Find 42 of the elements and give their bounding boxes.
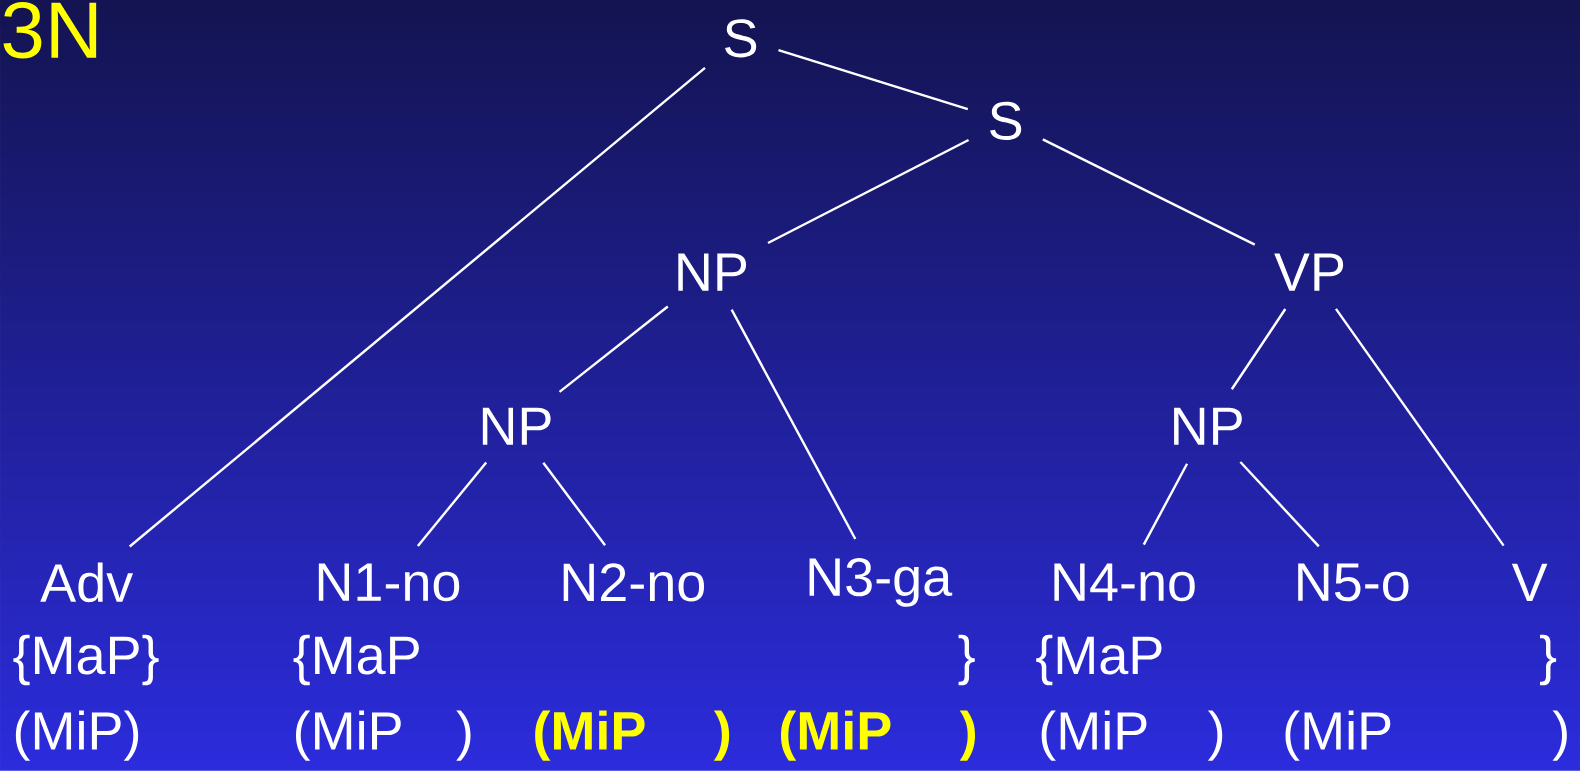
bracket-label: (MiP bbox=[535, 710, 645, 761]
bracket-label: (MiP bbox=[1041, 710, 1147, 761]
bracket-label: (MiP) bbox=[15, 710, 139, 761]
tree-label: N2-no bbox=[563, 563, 705, 602]
tree-label: N3-ga bbox=[809, 558, 953, 607]
tree-branch bbox=[1042, 138, 1256, 246]
bracket-label: ) bbox=[456, 710, 471, 761]
tree-label: NP bbox=[482, 407, 551, 445]
tree-branch bbox=[128, 67, 706, 548]
bracket-label: (MiP bbox=[296, 710, 401, 761]
bracket-label: ) bbox=[1552, 710, 1567, 761]
tree-label: NP bbox=[1174, 407, 1242, 445]
tree-branch bbox=[1230, 308, 1287, 390]
tree-label: S bbox=[990, 101, 1022, 141]
bracket-label: {MaP bbox=[1036, 634, 1162, 686]
tree-label: N4-no bbox=[1054, 563, 1195, 602]
tree-label: NP bbox=[678, 253, 747, 291]
bracket-label: ) bbox=[1207, 710, 1223, 761]
tree-branch bbox=[1142, 463, 1189, 546]
bracket-label: } bbox=[1540, 634, 1557, 686]
tree-label: N5-o bbox=[1298, 563, 1409, 602]
bracket-label: {MaP} bbox=[13, 634, 159, 686]
tree-label: N1-no bbox=[318, 563, 460, 602]
tree-branch bbox=[778, 49, 969, 111]
bracket-label: (MiP bbox=[1285, 710, 1391, 761]
bracket-label: ) bbox=[713, 710, 730, 761]
tree-branch bbox=[1334, 308, 1505, 547]
tree-branch bbox=[558, 305, 669, 393]
tree-branch bbox=[1239, 461, 1320, 548]
tree-label: V bbox=[1511, 563, 1548, 602]
bracket-label: ) bbox=[959, 710, 975, 761]
tree-label: Adv bbox=[40, 562, 133, 603]
bracket-label: {MaP bbox=[293, 634, 419, 686]
tree-branch bbox=[767, 138, 970, 245]
tree-label: S bbox=[725, 19, 757, 58]
bracket-label: (MiP bbox=[781, 710, 891, 761]
tree-branch bbox=[416, 461, 488, 547]
tree-branch bbox=[730, 309, 857, 540]
tree-label: VP bbox=[1274, 253, 1344, 291]
bracket-label: } bbox=[958, 634, 975, 686]
tree-branch bbox=[542, 462, 606, 547]
slide-number: 3N bbox=[3, 1, 97, 59]
